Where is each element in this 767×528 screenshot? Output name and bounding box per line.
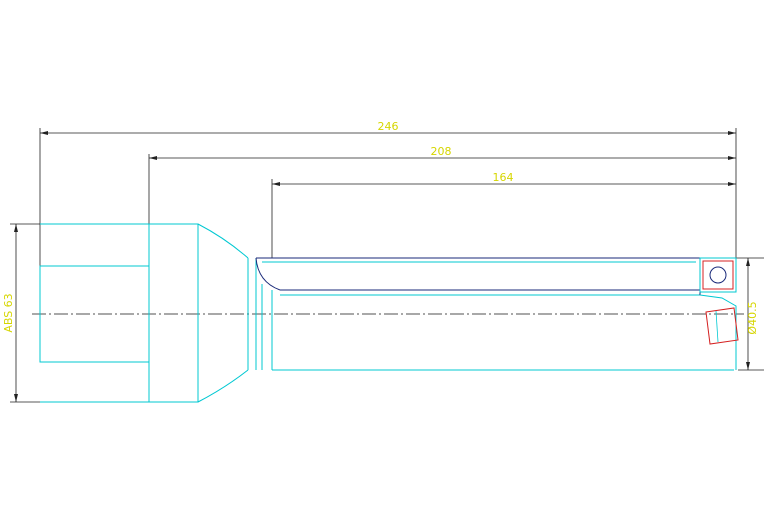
dim-label-abs63: ABS 63 [2, 293, 15, 332]
dim-label-208: 208 [431, 145, 452, 158]
insert-lower [705, 307, 739, 345]
shank-body [39, 223, 199, 403]
insert-upper [699, 257, 737, 293]
dim-label-164: 164 [493, 171, 514, 184]
dimension-shank-to-tip: 208 [148, 145, 736, 262]
boring-bar [255, 257, 737, 371]
dimension-bar-length: 164 [271, 128, 737, 262]
dim-label-246: 246 [378, 120, 399, 133]
dimension-overall-length: 246 [39, 120, 736, 312]
cone-transition [197, 223, 273, 403]
dim-label-diameter: Ø40.5 [746, 301, 759, 334]
dimension-shank-size: ABS 63 [2, 223, 149, 403]
